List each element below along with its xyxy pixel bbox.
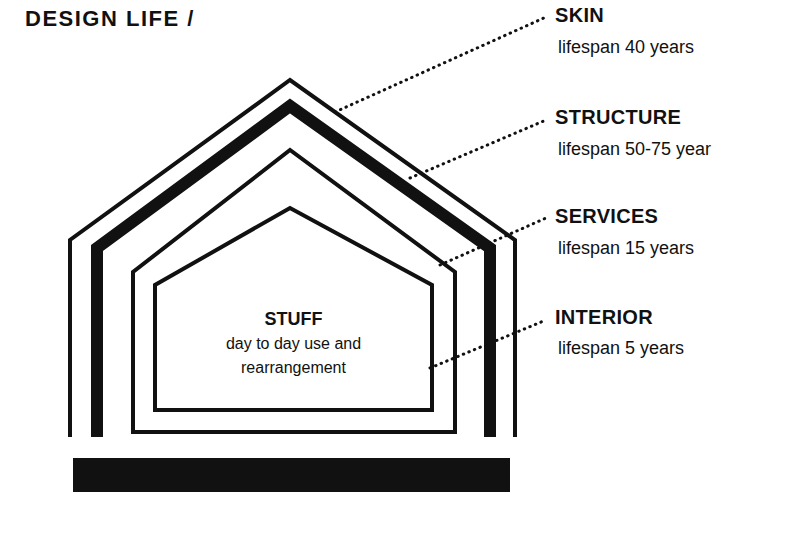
layer-name: SERVICES (555, 205, 658, 228)
lifespan-note: lifespan 50-75 year (558, 139, 711, 160)
leader-line (410, 120, 546, 178)
services-layer (133, 150, 455, 432)
leader-lines (335, 17, 546, 368)
leader-line (335, 17, 546, 112)
leader-line (430, 320, 546, 368)
node-text: STUFFday to day use and rearrangement (183, 308, 404, 380)
structure-layer (97, 106, 490, 437)
interior-outline (155, 208, 432, 410)
node-heading: STUFF (191, 308, 396, 330)
diagram-title: DESIGN LIFE / (25, 6, 195, 32)
lifespan-note: lifespan 40 years (558, 37, 694, 58)
skin-layer (70, 80, 515, 437)
base-bar (73, 458, 510, 492)
lifespan-note: lifespan 15 years (558, 238, 694, 259)
layer-name: INTERIOR (555, 306, 653, 329)
node-body: day to day use and rearrangement (191, 332, 396, 380)
lifespan-note: lifespan 5 years (558, 338, 684, 359)
layer-name: SKIN (555, 4, 604, 27)
interior-layer: STUFFday to day use and rearrangement (155, 208, 432, 410)
layer-name: STRUCTURE (555, 106, 681, 129)
leader-line (440, 218, 546, 265)
